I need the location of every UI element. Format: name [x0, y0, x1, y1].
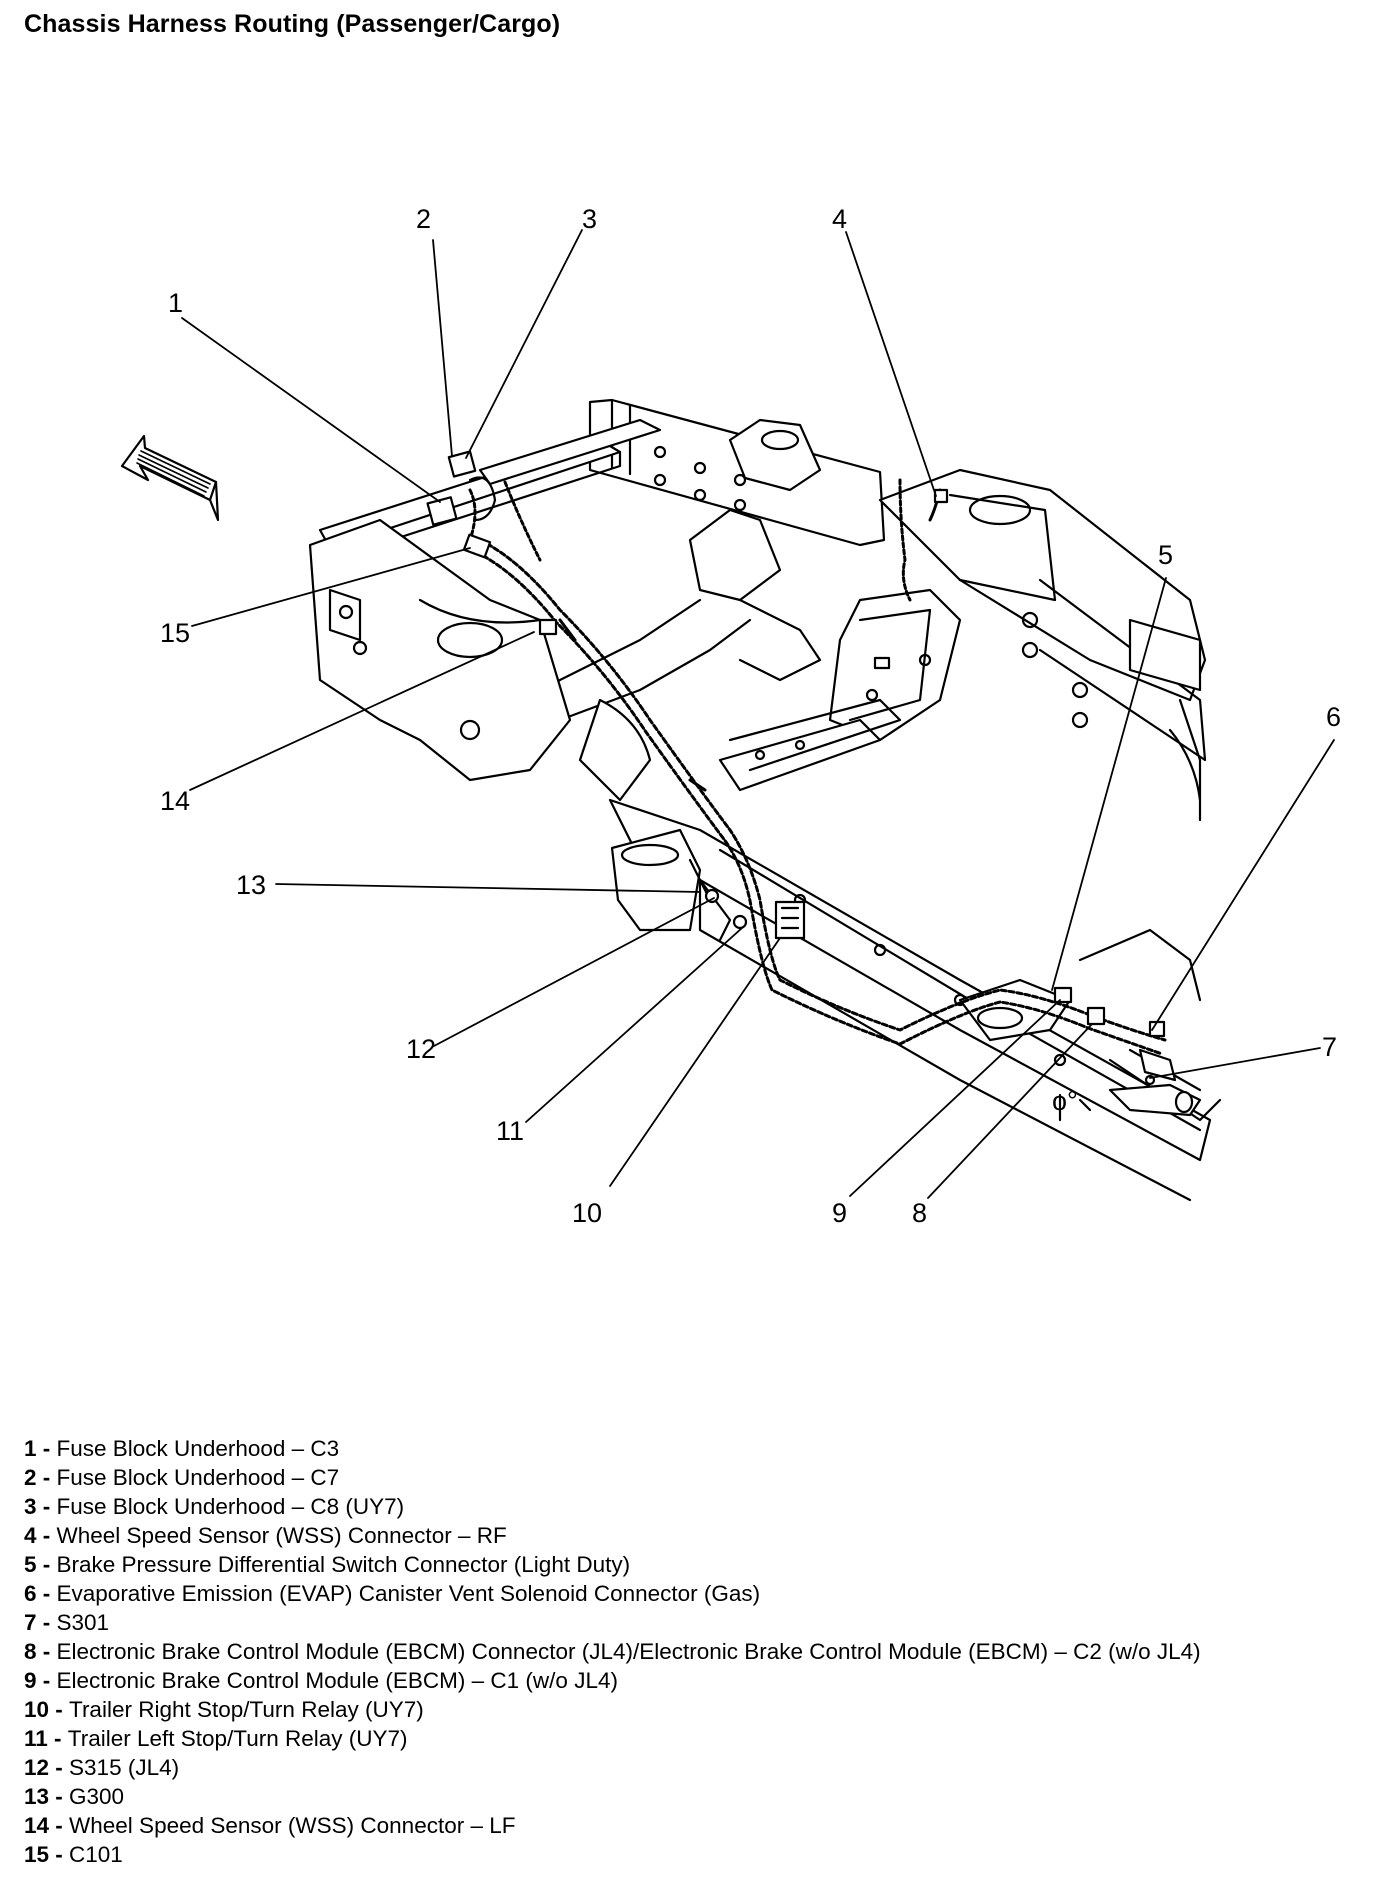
legend-item: 7 - S301	[24, 1610, 110, 1635]
chassis-harness	[468, 478, 1167, 1056]
legend-text: G300	[69, 1784, 125, 1809]
legend-num: 4	[24, 1523, 37, 1548]
legend-text: Fuse Block Underhood – C7	[56, 1465, 340, 1490]
legend-item: 2 - Fuse Block Underhood – C7	[24, 1465, 340, 1490]
legend-item: 4 - Wheel Speed Sensor (WSS) Connector –…	[24, 1523, 507, 1548]
legend-item: 15 - C101	[24, 1842, 123, 1867]
callout-13: 13	[236, 870, 266, 900]
legend-text: S301	[56, 1610, 110, 1635]
callout-1: 1	[168, 288, 183, 318]
callout-14: 14	[160, 786, 190, 816]
legend-item: 6 - Evaporative Emission (EVAP) Canister…	[24, 1581, 761, 1606]
legend-text: Electronic Brake Control Module (EBCM) C…	[56, 1639, 1201, 1664]
legend-item: 8 - Electronic Brake Control Module (EBC…	[24, 1639, 1201, 1664]
callout-4: 4	[832, 204, 847, 234]
legend-num: 2	[24, 1465, 37, 1490]
callout-3: 3	[582, 204, 597, 234]
legend-text: Fuse Block Underhood – C8 (UY7)	[56, 1494, 405, 1519]
upper-mount-bracket	[728, 418, 822, 492]
legend-num: 13	[24, 1784, 50, 1809]
callout-12: 12	[406, 1034, 436, 1064]
legend-num: 6	[24, 1581, 37, 1606]
legend-item: 5 - Brake Pressure Differential Switch C…	[24, 1552, 631, 1577]
legend-item: 11 - Trailer Left Stop/Turn Relay (UY7)	[24, 1726, 408, 1751]
callout-9: 9	[832, 1198, 847, 1228]
callout-5: 5	[1158, 540, 1173, 570]
legend-num: 15	[24, 1842, 50, 1867]
legend-num: 14	[24, 1813, 50, 1838]
lower-crossmember	[718, 698, 902, 792]
legend-item: 12 - S315 (JL4)	[24, 1755, 180, 1780]
connector-shapes	[426, 450, 1202, 1117]
legend-text: C101	[69, 1842, 123, 1867]
legend-text: Brake Pressure Differential Switch Conne…	[56, 1552, 631, 1577]
front-lower-mount	[610, 828, 732, 942]
callout-2: 2	[416, 204, 431, 234]
callout-7: 7	[1322, 1032, 1337, 1062]
legend-item: 1 - Fuse Block Underhood – C3	[24, 1436, 340, 1461]
callout-6: 6	[1326, 702, 1341, 732]
callout-numbers: 1 2 3 4 5 6 7 8 9 10 11 12 13 14 15	[160, 204, 1341, 1228]
legend-num: 3	[24, 1494, 37, 1519]
legend-item: 10 - Trailer Right Stop/Turn Relay (UY7)	[24, 1697, 424, 1722]
legend-item: 14 - Wheel Speed Sensor (WSS) Connector …	[24, 1813, 516, 1838]
legend-text: Fuse Block Underhood – C3	[56, 1436, 340, 1461]
legend-num: 12	[24, 1755, 50, 1780]
leader-lines	[181, 229, 1335, 1199]
diagram-title: Chassis Harness Routing (Passenger/Cargo…	[24, 10, 561, 38]
legend-num: 5	[24, 1552, 37, 1577]
svg-text:o°: o°	[1052, 1086, 1078, 1116]
legend-text: Trailer Left Stop/Turn Relay (UY7)	[67, 1726, 408, 1751]
legend-text: Evaporative Emission (EVAP) Canister Ven…	[56, 1581, 761, 1606]
right-frame-rail	[878, 468, 1207, 822]
legend-num: 9	[24, 1668, 37, 1693]
legend-num: 11	[24, 1726, 48, 1751]
legend-num: 1	[24, 1436, 37, 1461]
callout-11: 11	[496, 1116, 524, 1146]
legend-item: 3 - Fuse Block Underhood – C8 (UY7)	[24, 1494, 405, 1519]
front-arrow-icon	[120, 434, 220, 522]
legend-num: 7	[24, 1610, 37, 1635]
left-frame-rail	[308, 518, 652, 802]
legend-num: 8	[24, 1639, 37, 1664]
callout-legend: 1 - Fuse Block Underhood – C3 2 - Fuse B…	[24, 1434, 1201, 1869]
callout-8: 8	[912, 1198, 927, 1228]
legend-text: Wheel Speed Sensor (WSS) Connector – LF	[69, 1813, 516, 1838]
callout-15: 15	[160, 618, 190, 648]
legend-item: 13 - G300	[24, 1784, 125, 1809]
legend-item: 9 - Electronic Brake Control Module (EBC…	[24, 1668, 618, 1693]
legend-text: S315 (JL4)	[69, 1755, 180, 1780]
legend-text: Trailer Right Stop/Turn Relay (UY7)	[69, 1697, 424, 1722]
legend-num: 10	[24, 1697, 50, 1722]
center-control-arm	[518, 508, 962, 742]
legend-text: Electronic Brake Control Module (EBCM) –…	[56, 1668, 618, 1693]
legend-text: Wheel Speed Sensor (WSS) Connector – RF	[56, 1523, 507, 1548]
callout-10: 10	[572, 1198, 602, 1228]
